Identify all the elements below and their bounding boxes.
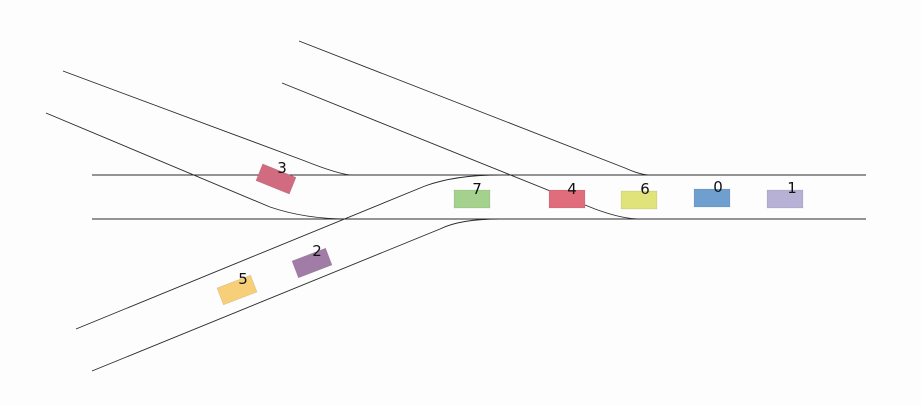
vehicle-body	[291, 247, 333, 279]
vehicle-4	[548, 189, 586, 209]
vehicle-label: 4	[567, 180, 577, 198]
vehicle-label: 6	[640, 180, 650, 198]
vehicle-label: 1	[787, 179, 797, 197]
vehicle-label: 2	[312, 242, 322, 260]
vehicle-label: 5	[238, 270, 248, 288]
lower-ramp-edge-inner	[91, 218, 501, 372]
vehicle-1	[766, 189, 804, 209]
lower-ramp-edge-outer	[75, 174, 501, 330]
vehicle-body	[255, 163, 297, 195]
upper-left-ramp-edge-outer	[62, 70, 351, 176]
vehicle-body	[216, 274, 258, 306]
vehicle-label: 3	[277, 159, 287, 177]
vehicle-body	[693, 188, 731, 208]
upper-right-ramp-edge-outer	[298, 40, 649, 176]
upper-left-ramp-edge-inner	[45, 112, 349, 220]
vehicle-7	[453, 189, 491, 209]
vehicle-body	[548, 189, 586, 209]
vehicle-2	[291, 247, 333, 279]
vehicle-body	[620, 190, 658, 210]
vehicle-0	[693, 188, 731, 208]
road-network	[45, 40, 866, 372]
vehicle-3	[255, 163, 297, 195]
vehicle-body	[453, 189, 491, 209]
upper-right-ramp-edge-inner	[281, 82, 641, 220]
vehicle-label: 7	[472, 180, 482, 198]
vehicle-body	[766, 189, 804, 209]
vehicle-label: 0	[713, 178, 723, 196]
vehicle-layer: 0 1 2 3 4 5 6 7	[216, 159, 804, 306]
vehicle-6	[620, 190, 658, 210]
vehicle-5	[216, 274, 258, 306]
